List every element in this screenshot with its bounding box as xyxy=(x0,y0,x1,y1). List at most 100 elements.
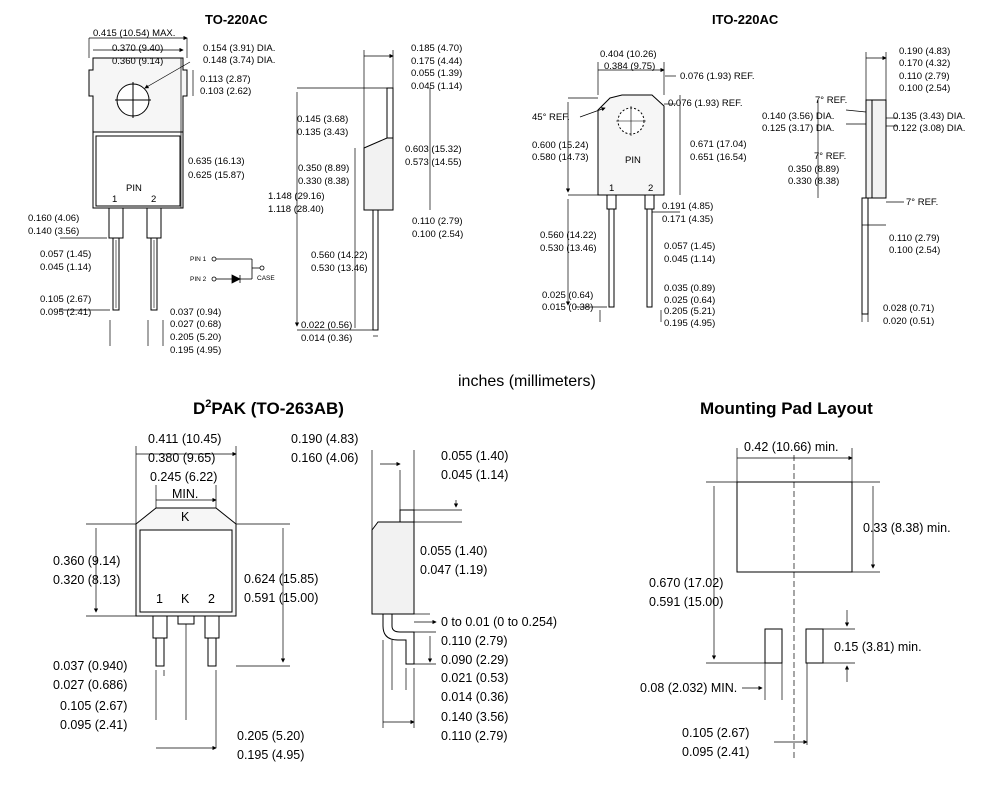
dim-label-to220-w2: 0.360 (9.14) xyxy=(112,56,163,67)
dim-label-pad-h: 0.33 (8.38) min. xyxy=(863,521,951,535)
title-part-titles-d2pak-rest: PAK (TO-263AB) xyxy=(211,399,344,418)
units-caption: inches (millimeters) xyxy=(458,373,596,390)
dim-label-d2pak-s-g1: 0.140 (3.56) xyxy=(441,710,508,724)
dim-label-d2pak-p1: 0.105 (2.67) xyxy=(60,699,127,713)
title-mounting-pad: Mounting Pad Layout xyxy=(700,399,873,418)
title-part-titles-d2pak-d: D xyxy=(193,399,205,418)
dim-label-to220-side-e1: 0.560 (14.22) xyxy=(311,250,368,261)
dim-label-ito220-pin1: 1 xyxy=(609,183,614,194)
d2pak-dimension-lines xyxy=(86,446,290,751)
dim-label-d2pak-s-c2: 0.047 (1.19) xyxy=(420,563,487,577)
dim-label-d2pak-sp2: 0.195 (4.95) xyxy=(237,748,304,762)
dim-label-ito220-s-b1: 0.350 (8.89) xyxy=(788,164,839,175)
dim-label-ito220-s-t3: 0.110 (2.79) xyxy=(899,71,950,82)
dim-label-ito220-w2: 0.384 (9.75) xyxy=(604,61,655,72)
dim-label-to220-w1: 0.370 (9.40) xyxy=(112,43,163,54)
dim-label-ito220-s-t4: 0.100 (2.54) xyxy=(899,83,950,94)
dim-label-to220-side-t4: 0.045 (1.14) xyxy=(411,81,462,92)
dim-label-ito220-h2: 0.580 (14.73) xyxy=(532,152,589,163)
dim-label-to220-lw1: 0.037 (0.94) xyxy=(170,307,221,318)
ito220ac-side-labels: 0.190 (4.83) 0.170 (4.32) 0.110 (2.79) 0… xyxy=(762,46,965,327)
dim-label-ito220-s-e2: 0.020 (0.51) xyxy=(883,316,934,327)
dim-label-ito220-s-d1: 0.110 (2.79) xyxy=(889,233,940,244)
dim-label-to220-lead2: 0.045 (1.14) xyxy=(40,262,91,273)
dim-label-ito220-ld1: 0.035 (0.89) xyxy=(664,283,715,294)
dim-label-to220-side-h1: 1.148 (29.16) xyxy=(268,191,325,202)
dim-label-d2pak-min1: 0.245 (6.22) xyxy=(150,470,217,484)
dim-label-ito220-l2: 0.530 (13.46) xyxy=(540,243,597,254)
dim-label-to220-body2: 0.625 (15.87) xyxy=(188,170,245,181)
dim-label-ito220-lw2: 0.045 (1.14) xyxy=(664,254,715,265)
to220ac-side-view xyxy=(363,87,394,331)
dim-label-d2pak-t2: 0.591 (15.00) xyxy=(244,591,318,605)
dim-label-ito220-ang2: 7° REF. xyxy=(814,151,846,162)
dim-label-d2pak-h1: 0.360 (9.14) xyxy=(53,554,120,568)
dim-label-ito220-s-h3: 0.135 (3.43) DIA. xyxy=(893,111,965,122)
title-part-titles-d2pak-sup: 2 xyxy=(205,398,211,410)
dim-label-d2pak-sp1: 0.205 (5.20) xyxy=(237,729,304,743)
dim-label-to220-side-h2: 1.118 (28.40) xyxy=(268,204,324,215)
dim-label-ito220-s-t1: 0.190 (4.83) xyxy=(899,46,950,57)
to220ac-labels: 0.415 (10.54) MAX. 0.370 (9.40) 0.360 (9… xyxy=(28,28,275,356)
dim-label-pad-p: 0.15 (3.81) min. xyxy=(834,640,922,654)
dim-label-ito220-chamfer: 45° REF. xyxy=(532,112,570,123)
dim-label-ito220-s-h4: 0.122 (3.08) DIA. xyxy=(893,123,965,134)
dim-label-ito220-s-t2: 0.170 (4.32) xyxy=(899,58,950,69)
dim-label-to220-tab2: 0.103 (2.62) xyxy=(200,86,251,97)
dim-label-d2pak-w2: 0.380 (9.65) xyxy=(148,451,215,465)
dim-label-to220-shoulder1: 0.160 (4.06) xyxy=(28,213,79,224)
ito220ac-front-view xyxy=(597,94,665,308)
dim-label-ito220-r1: 0.671 (17.04) xyxy=(690,139,747,150)
dim-label-ito220-s-e1: 0.028 (0.71) xyxy=(883,303,934,314)
dim-label-ito220-p1: 0.191 (4.85) xyxy=(662,201,713,212)
dim-label-pad-s2: 0.095 (2.41) xyxy=(682,745,749,759)
d2pak-side-view xyxy=(371,509,415,665)
d2pak-side-labels: 0.190 (4.83) 0.160 (4.06) 0.055 (1.40) 0… xyxy=(291,432,557,743)
dim-label-to220-sch-pin2: PIN 2 xyxy=(190,276,207,283)
dim-label-ito220-tk2: 0.015 (0.38) xyxy=(542,302,593,313)
dim-label-d2pak-s-b1: 0.055 (1.40) xyxy=(441,449,508,463)
title-ito220ac: ITO-220AC xyxy=(712,12,779,27)
to220ac-side-dimension-lines xyxy=(294,50,431,337)
dim-label-to220-hole2: 0.148 (3.74) DIA. xyxy=(203,55,275,66)
dim-label-to220-sp1: 0.205 (5.20) xyxy=(170,332,221,343)
dim-label-to220-pin-label: PIN xyxy=(126,183,142,194)
dim-label-ito220-pin2: 2 xyxy=(648,183,653,194)
dim-label-d2pak-lw2: 0.027 (0.686) xyxy=(53,678,127,692)
dim-label-to220-side-c1: 0.603 (15.32) xyxy=(405,144,462,155)
dim-label-to220-side-t3: 0.055 (1.39) xyxy=(411,68,462,79)
dim-label-d2pak-pin1: 1 xyxy=(156,592,163,606)
dim-label-to220-sch-pin1: PIN 1 xyxy=(190,256,207,263)
dim-label-d2pak-pin2: 2 xyxy=(208,592,215,606)
dim-label-ito220-l1: 0.560 (14.22) xyxy=(540,230,597,241)
dim-label-d2pak-s-f1: 0.021 (0.53) xyxy=(441,671,508,685)
dim-label-pad-t2: 0.591 (15.00) xyxy=(649,595,723,609)
ito220ac-side-view xyxy=(861,99,887,315)
dim-label-to220-side-c2: 0.573 (14.55) xyxy=(405,157,462,168)
d2pak-labels: 0.411 (10.45) 0.380 (9.65) 0.245 (6.22) … xyxy=(53,432,318,762)
dim-label-pad-g: 0.08 (2.032) MIN. xyxy=(640,681,737,695)
dim-label-d2pak-lw1: 0.037 (0.940) xyxy=(53,659,127,673)
dim-label-ito220-ld2: 0.025 (0.64) xyxy=(664,295,715,306)
dim-label-ito220-ang3: 7° REF. xyxy=(906,197,938,208)
ito220ac-labels: 0.404 (10.26) 0.384 (9.75) 0.076 (1.93) … xyxy=(532,49,754,329)
dim-label-to220-side-f1: 0.022 (0.56) xyxy=(301,320,352,331)
dim-label-d2pak-s-e1: 0.110 (2.79) xyxy=(441,634,507,648)
dim-label-ito220-ang1: 7° REF. xyxy=(815,95,847,106)
title-d2pak: D2PAK (TO-263AB) xyxy=(193,398,344,418)
dim-label-to220-side-a2: 0.135 (3.43) xyxy=(297,127,348,138)
dim-label-to220-side-a1: 0.145 (3.68) xyxy=(297,114,348,125)
dim-label-to220-hole1: 0.154 (3.91) DIA. xyxy=(203,43,275,54)
dim-label-to220-lw2: 0.027 (0.68) xyxy=(170,319,221,330)
dim-label-d2pak-h2: 0.320 (8.13) xyxy=(53,573,120,587)
dim-label-to220-tab1: 0.113 (2.87) xyxy=(200,74,251,85)
to220ac-side-labels: 0.185 (4.70) 0.175 (4.44) 0.055 (1.39) 0… xyxy=(268,43,463,344)
dim-label-ito220-tk1: 0.025 (0.64) xyxy=(542,290,593,301)
dim-label-to220-pin2: 2 xyxy=(151,194,156,205)
dim-label-d2pak-s-e2: 0.090 (2.29) xyxy=(441,653,508,667)
dim-label-ito220-sp1: 0.205 (5.21) xyxy=(664,306,715,317)
dim-label-to220-sp2: 0.195 (4.95) xyxy=(170,345,221,356)
dim-label-d2pak-s-a1: 0.190 (4.83) xyxy=(291,432,358,446)
